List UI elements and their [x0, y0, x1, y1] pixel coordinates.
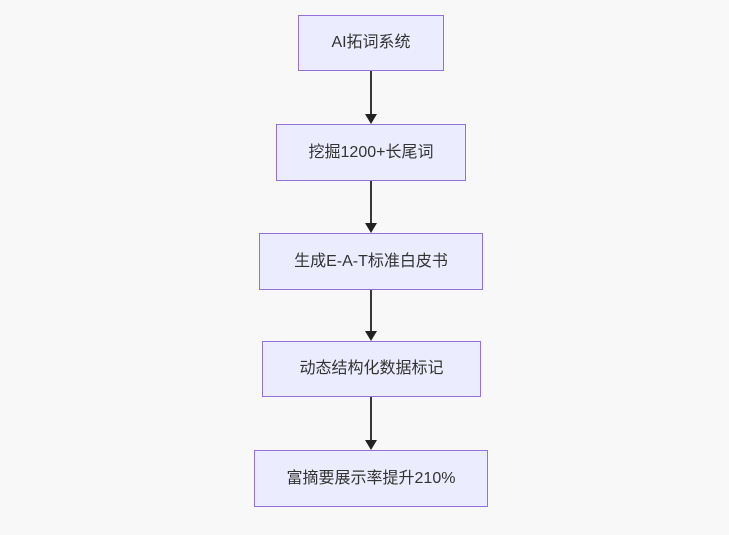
flow-arrow-2 [365, 181, 377, 233]
arrow-line [370, 181, 372, 223]
flow-node-longtail-mining: 挖掘1200+长尾词 [276, 124, 466, 181]
node-label: 富摘要展示率提升210% [286, 469, 456, 487]
flow-arrow-4 [365, 397, 377, 450]
arrow-line [370, 71, 372, 114]
node-label: 挖掘1200+长尾词 [308, 143, 434, 161]
arrow-head-icon [365, 114, 377, 124]
arrow-line [370, 290, 372, 331]
arrow-head-icon [365, 223, 377, 233]
node-label: 生成E-A-T标准白皮书 [294, 252, 448, 270]
arrow-head-icon [365, 440, 377, 450]
arrow-head-icon [365, 331, 377, 341]
flow-node-eat-whitepaper: 生成E-A-T标准白皮书 [259, 233, 483, 290]
arrow-line [370, 397, 372, 440]
node-label: 动态结构化数据标记 [299, 360, 444, 377]
flow-node-rich-snippet-result: 富摘要展示率提升210% [254, 450, 488, 507]
flow-arrow-3 [365, 290, 377, 341]
flow-node-structured-data-markup: 动态结构化数据标记 [262, 341, 481, 397]
flow-node-ai-keyword-system: AI拓词系统 [298, 15, 444, 71]
flow-arrow-1 [365, 71, 377, 124]
node-label: AI拓词系统 [331, 34, 411, 51]
